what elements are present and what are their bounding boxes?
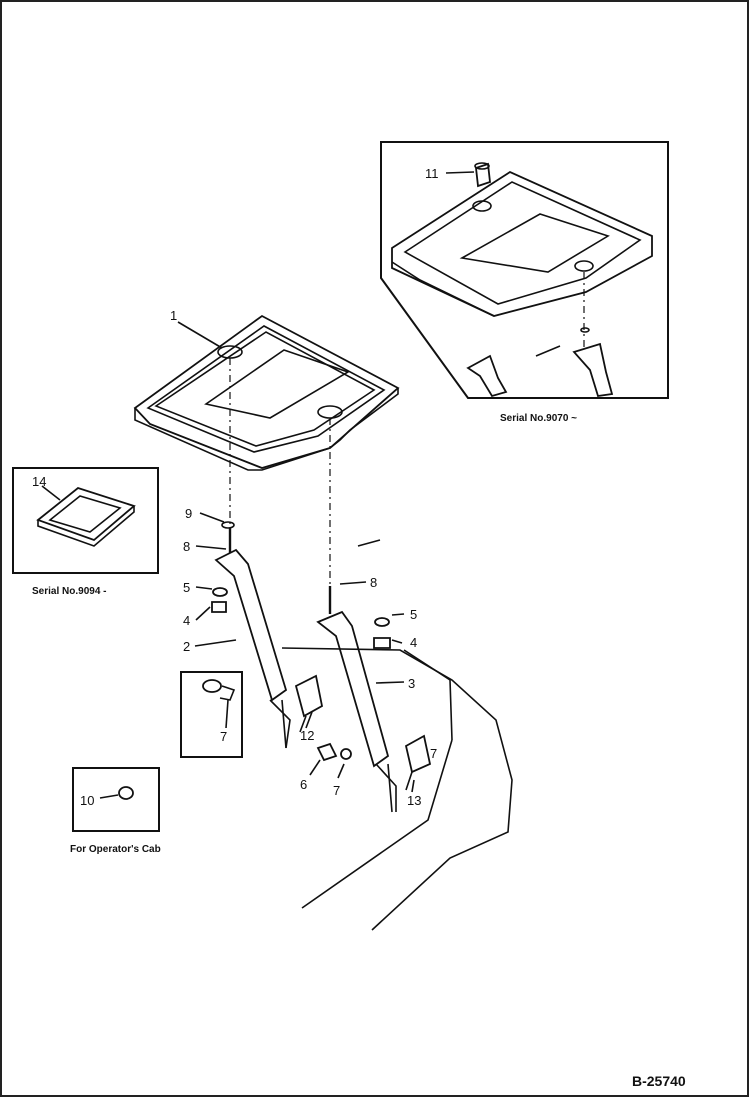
- caption-serial-9070: Serial No.9070 ~: [500, 413, 577, 424]
- callout-10: 10: [80, 793, 94, 808]
- callout-5-right: 5: [410, 607, 417, 622]
- callout-7-right: 7: [430, 746, 437, 761]
- stay-left: [214, 528, 324, 749]
- callout-8-left: 8: [183, 539, 190, 554]
- callout-12: 12: [300, 728, 314, 743]
- callout-9: 9: [185, 506, 192, 521]
- callout-7-box: 7: [220, 729, 227, 744]
- callout-4-left: 4: [183, 613, 190, 628]
- callout-13: 13: [407, 793, 421, 808]
- callout-1: 1: [170, 308, 177, 323]
- stay-right: [316, 586, 432, 813]
- leader-lines: [194, 512, 415, 793]
- inset-serial-9070: [380, 141, 669, 399]
- callout-5-left: 5: [183, 580, 190, 595]
- inset-operators-cab: [72, 767, 160, 832]
- callout-7-center: 7: [333, 783, 340, 798]
- caption-operators-cab: For Operator's Cab: [70, 844, 161, 855]
- callout-3: 3: [408, 676, 415, 691]
- callout-4-right: 4: [410, 635, 417, 650]
- caption-serial-9094: Serial No.9094 -: [32, 586, 106, 597]
- figure-code: B-25740: [632, 1073, 686, 1089]
- inset-serial-9094: [12, 467, 159, 574]
- lid-main: [133, 314, 400, 586]
- inset-part-7: [180, 671, 243, 758]
- callout-6: 6: [300, 777, 307, 792]
- callout-2: 2: [183, 639, 190, 654]
- machine-body: [281, 345, 561, 931]
- callout-11: 11: [425, 166, 439, 181]
- callout-8-right: 8: [370, 575, 377, 590]
- hardware: [211, 521, 391, 762]
- callout-14: 14: [32, 474, 46, 489]
